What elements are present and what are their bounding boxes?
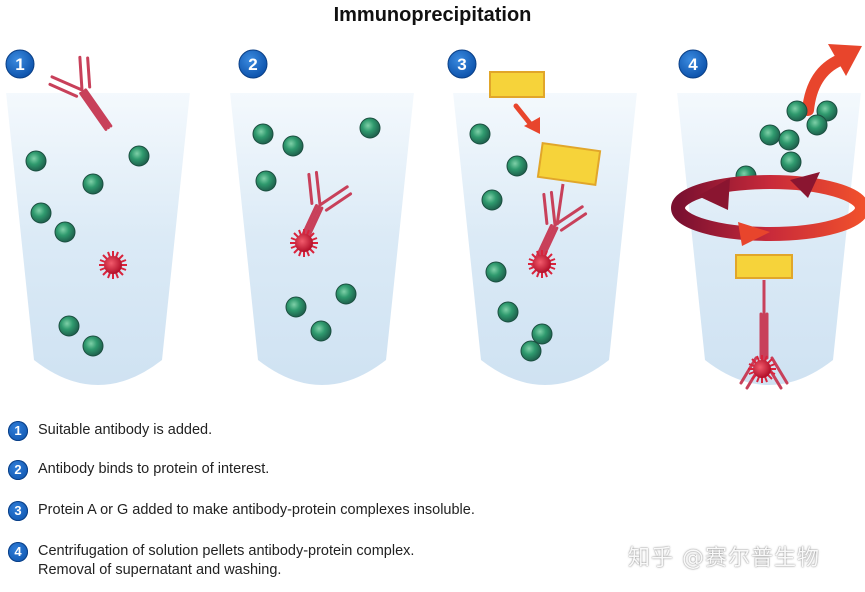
step-description: Protein A or G added to make antibody-pr… xyxy=(38,502,475,518)
protein-ag-block xyxy=(536,141,602,187)
legend-step-1: 1 Suitable antibody is added. xyxy=(8,421,212,441)
protein-green xyxy=(481,189,503,211)
svg-text:4: 4 xyxy=(688,55,698,74)
target-protein xyxy=(747,354,777,384)
protein-green xyxy=(285,296,307,318)
step-description: Antibody binds to protein of interest. xyxy=(38,461,270,477)
protein-green xyxy=(469,123,491,145)
protein-green xyxy=(531,323,553,345)
step-description-continued: Removal of supernatant and washing. xyxy=(38,562,282,578)
step-badge-3: 3 xyxy=(447,49,477,79)
step-number-badge: 3 xyxy=(8,501,28,521)
linker xyxy=(555,183,565,226)
protein-green xyxy=(786,100,808,122)
step-description: Suitable antibody is added. xyxy=(38,422,213,438)
step-number-badge: 2 xyxy=(8,460,28,480)
protein-green xyxy=(506,155,528,177)
protein-green xyxy=(82,335,104,357)
step-badge-2: 2 xyxy=(238,49,268,79)
protein-green xyxy=(497,301,519,323)
target-protein xyxy=(527,249,557,279)
protein-green xyxy=(780,151,802,173)
svg-text:3: 3 xyxy=(457,55,466,74)
protein-green xyxy=(82,173,104,195)
protein-green xyxy=(252,123,274,145)
protein-green xyxy=(359,117,381,139)
step-badge-4: 4 xyxy=(678,49,708,79)
protein-green xyxy=(485,261,507,283)
protein-green xyxy=(335,283,357,305)
target-protein xyxy=(98,250,128,280)
rotation-ring-icon xyxy=(671,172,865,246)
protein-green xyxy=(778,129,800,151)
protein-green xyxy=(128,145,150,167)
protein-green xyxy=(255,170,277,192)
legend-step-3: 3 Protein A or G added to make antibody-… xyxy=(8,501,475,521)
svg-text:1: 1 xyxy=(15,55,24,74)
protein-ag-block xyxy=(735,254,793,279)
immunoprecipitation-diagram: 1 2 3 4 xyxy=(5,44,865,390)
legend-step-2: 2 Antibody binds to protein of interest. xyxy=(8,460,269,480)
arrow-down-icon xyxy=(513,103,535,129)
legend-step-4: 4 Centrifugation of solution pellets ant… xyxy=(8,542,414,580)
protein-green xyxy=(282,135,304,157)
arrowhead-icon xyxy=(524,117,540,134)
svg-text:2: 2 xyxy=(248,55,257,74)
protein-green xyxy=(520,340,542,362)
protein-ag-block xyxy=(489,71,545,98)
page-title: Immunoprecipitation xyxy=(333,4,532,26)
watermark-text: 知乎 @赛尔普生物 xyxy=(628,546,820,571)
step-badge-1: 1 xyxy=(5,49,35,79)
step-number-badge: 4 xyxy=(8,542,28,562)
protein-green xyxy=(310,320,332,342)
arrow-up-icon xyxy=(802,54,846,116)
arrowhead-icon xyxy=(828,44,862,76)
protein-green xyxy=(54,221,76,243)
step-description: Centrifugation of solution pellets antib… xyxy=(38,543,415,559)
step-number-badge: 1 xyxy=(8,421,28,441)
protein-green xyxy=(806,114,828,136)
protein-green xyxy=(30,202,52,224)
protein-green xyxy=(25,150,47,172)
target-protein xyxy=(289,228,319,258)
protein-green xyxy=(759,124,781,146)
protein-green xyxy=(58,315,80,337)
